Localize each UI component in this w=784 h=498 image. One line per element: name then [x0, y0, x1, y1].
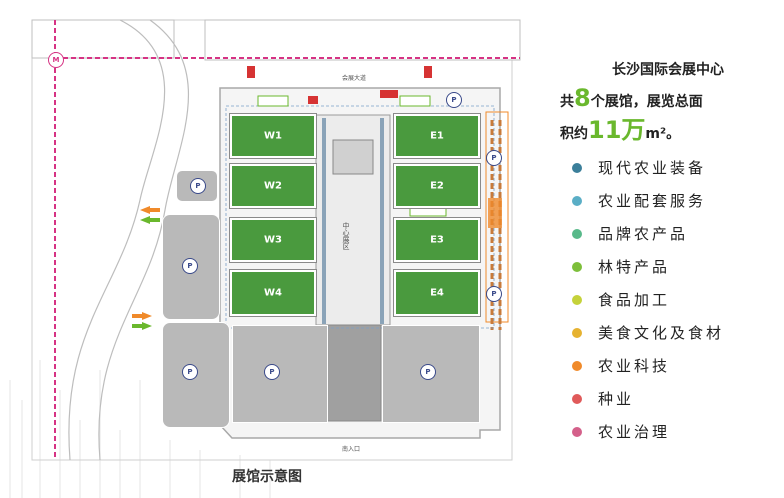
legend-dot — [572, 163, 582, 173]
hall-label: W2 — [264, 180, 282, 192]
intro-line-1: 长沙国际会展中心 — [612, 62, 724, 78]
hall-count: 8 — [574, 84, 591, 112]
legend-label: 美食文化及食材 — [598, 324, 725, 342]
legend-label: 现代农业装备 — [598, 159, 707, 177]
legend-label: 食品加工 — [598, 291, 671, 309]
hall-e3[interactable]: E3 — [393, 217, 481, 263]
parking-icon: P — [190, 178, 206, 194]
legend-label: 农业科技 — [598, 357, 671, 375]
parking-icon: P — [264, 364, 280, 380]
parking-icon: P — [486, 150, 502, 166]
venue-map: P P P P P P P P M W1 W2 W3 W4 E1 E2 E3 E… — [9, 19, 521, 498]
hall-label: W1 — [264, 130, 282, 142]
legend-dot — [572, 361, 582, 371]
hall-label: E2 — [430, 180, 444, 192]
intro-suffix: 个展馆，展览总面 — [590, 94, 703, 110]
legend-dot — [572, 295, 582, 305]
parking-lot — [232, 325, 328, 423]
parking-icon: P — [420, 364, 436, 380]
area-unit: m²。 — [645, 126, 681, 142]
legend-label: 林特产品 — [598, 258, 671, 276]
parking-icon: P — [182, 364, 198, 380]
intro-prefix: 积约 — [560, 126, 588, 142]
legend-dot — [572, 262, 582, 272]
road-label: 会展大道 — [342, 75, 367, 82]
parking-icon: P — [182, 258, 198, 274]
hall-e1[interactable]: E1 — [393, 113, 481, 159]
hall-w4[interactable]: W4 — [229, 269, 317, 317]
legend-dot — [572, 229, 582, 239]
legend-label: 农业配套服务 — [598, 192, 707, 210]
venue-intro: 长沙国际会展中心 共8个展馆，展览总面 积约11万m²。 — [560, 56, 780, 148]
hall-label: E1 — [430, 130, 444, 142]
hall-label: W3 — [264, 234, 282, 246]
hall-label: E3 — [430, 234, 444, 246]
metro-icon: M — [48, 52, 64, 68]
parking-lot — [176, 170, 218, 202]
intro-line-3: 积约11万m²。 — [560, 116, 780, 148]
hall-label: E4 — [430, 287, 444, 299]
legend-label: 农业治理 — [598, 423, 671, 441]
intro-prefix: 共 — [560, 94, 574, 110]
central-zone-label: 中心展区 — [342, 222, 350, 250]
legend-dot — [572, 394, 582, 404]
south-entrance-label: 南入口 — [342, 446, 361, 453]
hall-e4[interactable]: E4 — [393, 269, 481, 317]
hall-e2[interactable]: E2 — [393, 163, 481, 209]
parking-icon: P — [486, 286, 502, 302]
legend-dot — [572, 328, 582, 338]
legend-dot — [572, 427, 582, 437]
hall-w2[interactable]: W2 — [229, 163, 317, 209]
hall-w1[interactable]: W1 — [229, 113, 317, 159]
legend-dot — [572, 196, 582, 206]
intro-line-2: 共8个展馆，展览总面 — [560, 84, 780, 116]
total-area: 11万 — [588, 116, 646, 144]
map-caption: 展馆示意图 — [232, 469, 302, 485]
hall-w3[interactable]: W3 — [229, 217, 317, 263]
legend-label: 种业 — [598, 390, 635, 408]
legend-label: 品牌农产品 — [598, 225, 689, 243]
hall-label: W4 — [264, 287, 282, 299]
parking-icon: P — [446, 92, 462, 108]
